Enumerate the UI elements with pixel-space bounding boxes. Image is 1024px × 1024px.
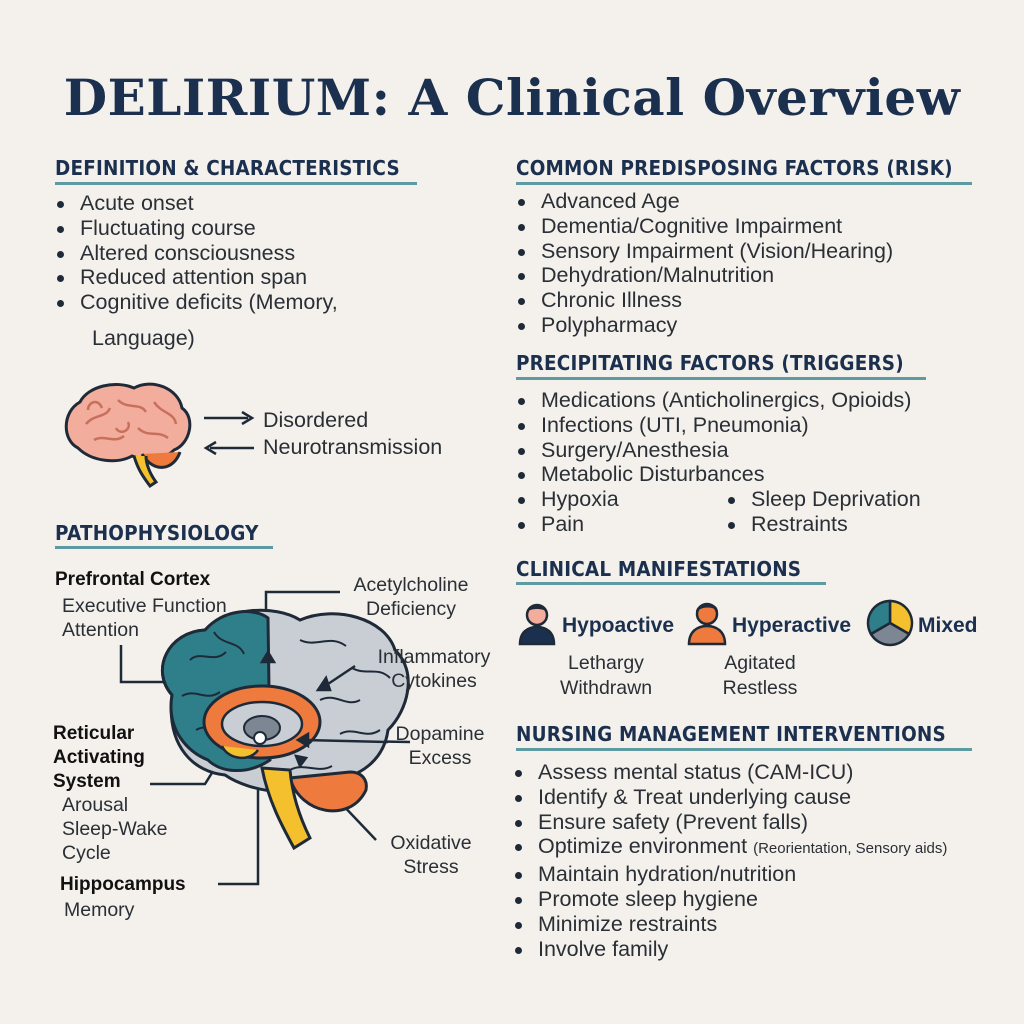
brain-small-icon bbox=[64, 382, 192, 489]
neuro-label-line2: Neurotransmission bbox=[263, 435, 443, 459]
hyperactive-line1: Agitated bbox=[724, 652, 796, 674]
nursing-item: Promote sleep hygiene bbox=[513, 887, 947, 912]
precipitating-item: Restraints bbox=[726, 512, 921, 537]
definition-underline bbox=[55, 182, 417, 185]
nursing-item-text: Optimize environment bbox=[538, 834, 748, 859]
hyperactive-label: Hyperactive bbox=[732, 614, 852, 637]
hypoactive-label: Hypoactive bbox=[562, 614, 675, 637]
precipitating-underline bbox=[516, 377, 926, 380]
nursing-item: Optimize environment (Reorientation, Sen… bbox=[513, 834, 947, 862]
nursing-item: Ensure safety (Prevent falls) bbox=[513, 810, 947, 835]
reticular-title-line1: Reticular bbox=[53, 723, 135, 744]
reticular-line2: Sleep-Wake bbox=[62, 818, 168, 840]
arrow-left-icon bbox=[203, 440, 254, 456]
acetylcholine-line1: Acetylcholine bbox=[353, 574, 469, 596]
precipitating-item: Sleep Deprivation bbox=[726, 487, 921, 512]
arrow-right-icon bbox=[204, 410, 255, 426]
precipitating-item: Pain bbox=[516, 512, 911, 537]
predisposing-item: Advanced Age bbox=[516, 189, 893, 214]
precipitating-list-right: Sleep Deprivation Restraints bbox=[726, 487, 921, 537]
dopamine-line2: Excess bbox=[408, 747, 472, 769]
person-icon bbox=[518, 603, 556, 646]
inflammatory-line2: Cytokines bbox=[391, 670, 477, 692]
nursing-item: Maintain hydration/nutrition bbox=[513, 862, 947, 887]
hypoactive-line1: Lethargy bbox=[568, 652, 644, 674]
predisposing-item: Chronic Illness bbox=[516, 288, 893, 313]
oxidative-line2: Stress bbox=[403, 856, 459, 878]
mixed-label: Mixed bbox=[918, 614, 978, 637]
definition-item: Reduced attention span bbox=[55, 265, 338, 290]
definition-list: Acute onset Fluctuating course Altered c… bbox=[55, 191, 338, 315]
definition-continuation: Language) bbox=[92, 326, 195, 350]
reticular-line3: Cycle bbox=[62, 842, 111, 864]
manifestations-heading: CLINICAL MANIFESTATIONS bbox=[516, 557, 802, 581]
hippocampus-title: Hippocampus bbox=[60, 874, 186, 895]
predisposing-item: Sensory Impairment (Vision/Hearing) bbox=[516, 239, 893, 264]
predisposing-list: Advanced Age Dementia/Cognitive Impairme… bbox=[516, 189, 893, 338]
hyperactive-line2: Restless bbox=[722, 677, 798, 699]
precipitating-item: Medications (Anticholinergics, Opioids) bbox=[516, 388, 911, 413]
reticular-line1: Arousal bbox=[62, 794, 129, 816]
person-icon bbox=[687, 602, 727, 646]
nursing-item: Identify & Treat underlying cause bbox=[513, 785, 947, 810]
dopamine-line1: Dopamine bbox=[395, 723, 485, 745]
definition-heading: DEFINITION & CHARACTERISTICS bbox=[55, 156, 400, 180]
predisposing-item: Polypharmacy bbox=[516, 313, 893, 338]
oxidative-line1: Oxidative bbox=[390, 832, 472, 854]
nursing-item: Minimize restraints bbox=[513, 912, 947, 937]
pie-icon bbox=[866, 599, 914, 647]
pathophysiology-heading: PATHOPHYSIOLOGY bbox=[55, 521, 259, 545]
precipitating-list: Medications (Anticholinergics, Opioids) … bbox=[516, 388, 911, 537]
predisposing-item: Dehydration/Malnutrition bbox=[516, 263, 893, 288]
predisposing-underline bbox=[516, 182, 972, 185]
page-title: DELIRIUM: A Clinical Overview bbox=[63, 68, 961, 127]
nursing-underline bbox=[516, 748, 972, 751]
nursing-item: Assess mental status (CAM-ICU) bbox=[513, 760, 947, 785]
reticular-title-line2: Activating bbox=[53, 747, 145, 768]
predisposing-item: Dementia/Cognitive Impairment bbox=[516, 214, 893, 239]
prefrontal-line1: Executive Function bbox=[62, 595, 227, 617]
nursing-heading: NURSING MANAGEMENT INTERVENTIONS bbox=[516, 722, 946, 746]
neuro-label-line1: Disordered bbox=[263, 408, 369, 432]
nursing-list: Assess mental status (CAM-ICU) Identify … bbox=[513, 760, 947, 961]
hypoactive-line2: Withdrawn bbox=[559, 677, 653, 699]
precipitating-heading: PRECIPITATING FACTORS (TRIGGERS) bbox=[516, 351, 904, 375]
prefrontal-title: Prefrontal Cortex bbox=[55, 569, 211, 590]
predisposing-heading: COMMON PREDISPOSING FACTORS (RISK) bbox=[516, 156, 953, 180]
definition-item: Cognitive deficits (Memory, bbox=[55, 290, 338, 315]
nursing-item: Involve family bbox=[513, 937, 947, 962]
precipitating-item: Hypoxia bbox=[516, 487, 911, 512]
manifestations-underline bbox=[516, 582, 826, 585]
pathophysiology-underline bbox=[55, 546, 273, 549]
hippocampus-line1: Memory bbox=[64, 899, 135, 921]
precipitating-item: Metabolic Disturbances bbox=[516, 462, 911, 487]
inflammatory-line1: Inflammatory bbox=[377, 646, 491, 668]
reticular-title-line3: System bbox=[53, 771, 121, 792]
definition-item: Altered consciousness bbox=[55, 241, 338, 266]
definition-item: Fluctuating course bbox=[55, 216, 338, 241]
precipitating-item: Surgery/Anesthesia bbox=[516, 438, 911, 463]
nursing-item-note: (Reorientation, Sensory aids) bbox=[753, 840, 948, 858]
prefrontal-line2: Attention bbox=[62, 619, 139, 641]
definition-item: Acute onset bbox=[55, 191, 338, 216]
precipitating-item: Infections (UTI, Pneumonia) bbox=[516, 413, 911, 438]
acetylcholine-line2: Deficiency bbox=[366, 598, 456, 620]
